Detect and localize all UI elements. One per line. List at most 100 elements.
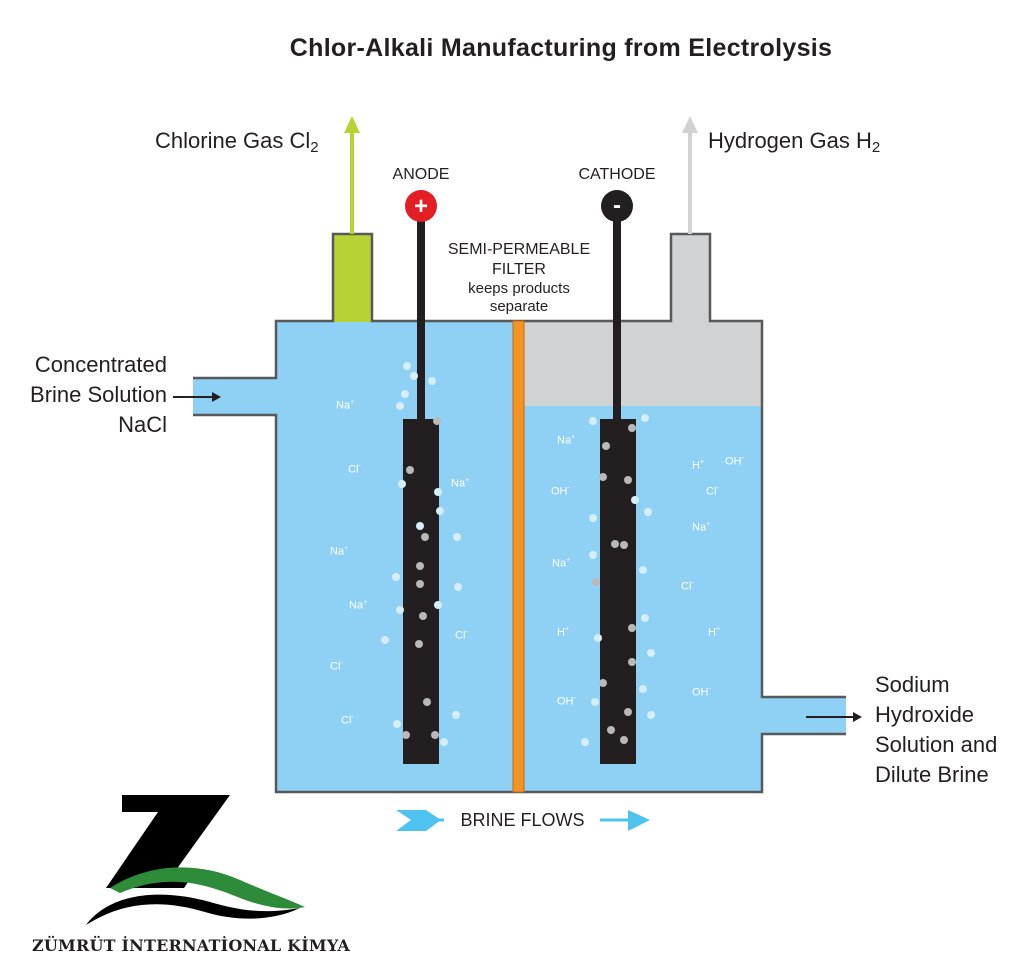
ion-symbol: Na: [451, 477, 466, 490]
bubble: [421, 533, 429, 541]
bubble: [599, 473, 607, 481]
bubble: [644, 508, 652, 516]
bubble: [620, 736, 628, 744]
anode-bubbles: [381, 362, 462, 746]
ion-charge: +: [571, 434, 576, 441]
bubble: [594, 634, 602, 642]
bubble: [434, 488, 442, 496]
brine-flow-chevron-icon: [396, 810, 441, 831]
bubble: [381, 636, 389, 644]
bubble: [416, 522, 424, 530]
ion-label: Na+: [451, 477, 469, 490]
ion-charge: -: [708, 686, 711, 693]
ion-charge: +: [715, 626, 721, 633]
ion-label: Na+: [330, 545, 348, 558]
bubble: [433, 417, 441, 425]
bubble: [434, 601, 442, 609]
ion-symbol: Cl: [706, 485, 717, 498]
solution-right: [524, 406, 762, 792]
bubble: [647, 711, 655, 719]
ion-label: Na+: [349, 599, 367, 612]
bubble: [592, 578, 600, 586]
ion-charge: +: [564, 626, 570, 633]
cathode-sign: -: [613, 192, 621, 219]
diagram-title: Chlor-Alkali Manufacturing from Electrol…: [289, 34, 833, 62]
filter-label-line2: FILTER: [492, 261, 546, 278]
bubble: [611, 540, 619, 548]
input-label: Concentrated Brine Solution NaCl: [0, 350, 167, 440]
anode-plate: [403, 419, 439, 764]
bubble: [628, 424, 636, 432]
bubble: [641, 614, 649, 622]
ion-label: OH-: [557, 695, 576, 708]
ion-charge: -: [340, 660, 343, 667]
output-label-line4: Dilute Brine: [875, 762, 989, 787]
bubble: [398, 480, 406, 488]
bubble: [453, 533, 461, 541]
bubble: [436, 507, 444, 515]
ion-label: H+: [708, 626, 720, 639]
ion-symbol: Na: [692, 521, 707, 534]
anode-label: ANODE: [392, 166, 450, 183]
output-label-line1: Sodium: [875, 672, 950, 697]
ion-label: Na+: [692, 521, 710, 534]
ion-symbol: Cl: [330, 660, 341, 673]
bubble: [639, 685, 647, 693]
bubble: [392, 573, 400, 581]
bubble: [416, 580, 424, 588]
ion-charge: -: [465, 629, 468, 636]
bubble: [624, 476, 632, 484]
logo-z-shape: [106, 795, 230, 888]
cathode-terminal-icon: [601, 190, 633, 222]
ion-symbol: Cl: [455, 629, 466, 642]
ion-symbol: OH: [557, 695, 574, 708]
ion-label: Cl-: [455, 629, 468, 642]
bubble: [639, 566, 647, 574]
ion-symbol: H: [708, 626, 716, 639]
bubble: [440, 738, 448, 746]
anode-sign: +: [414, 193, 428, 220]
filter-label-line4: separate: [489, 298, 549, 315]
cathode-bubbles: [581, 414, 655, 746]
outlet-arrow-head: [853, 712, 862, 722]
bubble: [431, 731, 439, 739]
hydrogen-gas-text: Hydrogen Gas H: [708, 128, 872, 153]
ion-label: OH-: [551, 485, 570, 498]
bubble: [620, 541, 628, 549]
ion-charge: +: [465, 477, 470, 484]
ion-label: Cl-: [341, 714, 354, 727]
hydrogen-subscript: 2: [871, 139, 881, 156]
ion-label: Cl-: [706, 485, 719, 498]
ion-charge: +: [706, 521, 711, 528]
ion-symbol: Na: [330, 545, 345, 558]
ion-label: Na+: [557, 434, 575, 447]
semi-permeable-filter: [512, 320, 525, 793]
chlorine-arrow-head: [344, 116, 360, 133]
bubble: [454, 583, 462, 591]
bubble: [641, 414, 649, 422]
bubble: [589, 417, 597, 425]
outlet-pipe: [760, 697, 846, 734]
ion-charge: -: [691, 580, 694, 587]
brine-left: [276, 321, 514, 792]
bubble: [631, 496, 639, 504]
ion-charge: -: [573, 695, 576, 702]
bubble: [402, 731, 410, 739]
bubble: [415, 640, 423, 648]
ion-charge: -: [567, 485, 570, 492]
company-name: ZÜMRÜT İNTERNATİONAL KİMYA: [32, 936, 351, 955]
bubble: [403, 362, 411, 370]
output-label: Sodium Hydroxide Solution and Dilute Bri…: [875, 670, 1025, 790]
bubble: [607, 726, 615, 734]
ion-label: H+: [557, 626, 569, 639]
ion-symbol: OH: [692, 686, 709, 699]
input-label-line1: Concentrated: [34, 352, 167, 377]
company-logo: [86, 795, 305, 925]
ion-label: Na+: [552, 557, 570, 570]
bubble: [419, 612, 427, 620]
chlorine-subscript: 2: [310, 139, 319, 156]
ion-label: OH-: [725, 455, 744, 468]
bubble: [428, 377, 436, 385]
bubble: [591, 698, 599, 706]
